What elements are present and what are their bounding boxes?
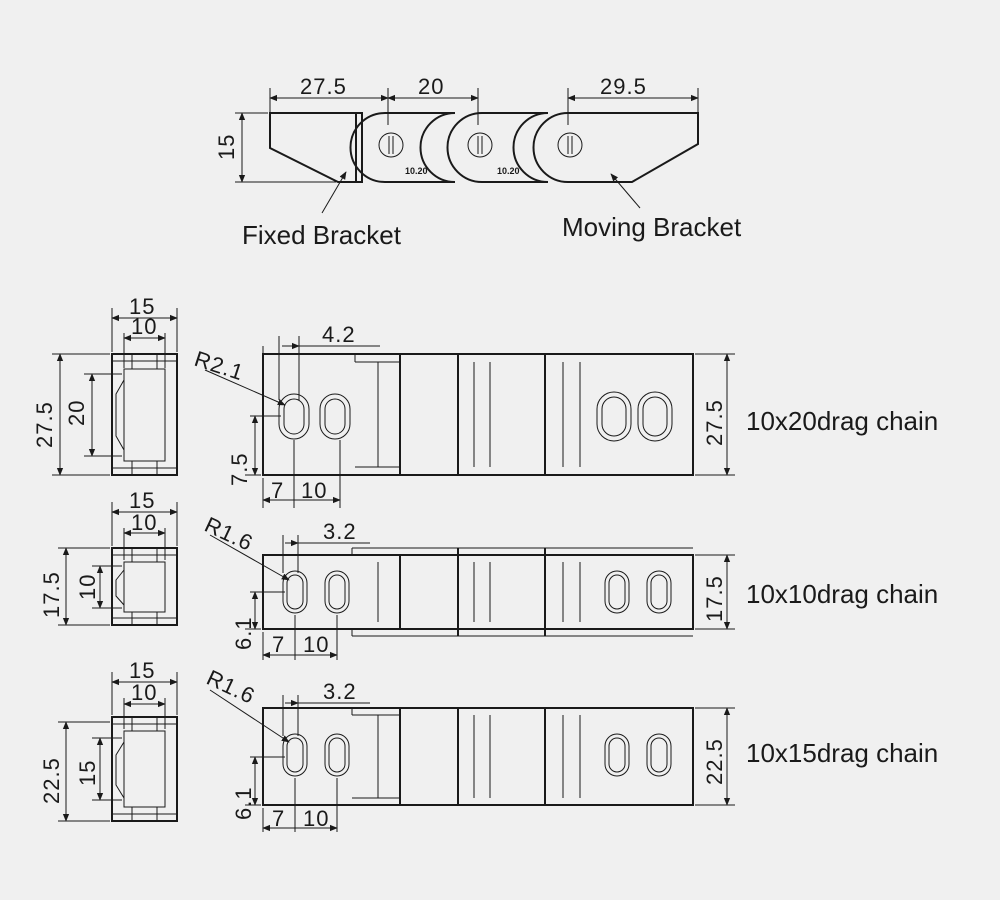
- dim-inner-height: 10: [75, 574, 100, 600]
- top-assembly: 10.20 10.20 27.5 20 29.5 15 Fixed Bracke…: [214, 74, 742, 250]
- dim-end-width: 15: [129, 488, 155, 513]
- side-view: 4.2 R2.1 7.5 7 10 27.5: [191, 322, 735, 508]
- dim-end-height: 22.5: [39, 757, 64, 804]
- link-mark-2: 10.20: [497, 166, 520, 176]
- end-view: 15 10 22.5 15: [39, 658, 178, 822]
- dim-hole-spacing: 4.2: [322, 322, 356, 347]
- dim-end-width: 15: [129, 294, 155, 319]
- chain-10x15: 15 10 22.5 15: [39, 658, 938, 832]
- side-view: 3.2 R1.6 6.1 7 10 17.5: [201, 512, 735, 660]
- pin-hole: [467, 132, 493, 158]
- end-view: 15 10 17.5 10: [39, 488, 178, 626]
- dim-side-height: 22.5: [702, 738, 727, 785]
- dim-bracket-height: 15: [214, 134, 239, 160]
- chain-name-label: 10x10drag chain: [746, 579, 938, 609]
- dim-end-height: 17.5: [39, 571, 64, 618]
- chain-link-1: [349, 112, 456, 183]
- chain-10x20: 15 10 27.5 20: [32, 294, 938, 508]
- dim-10: 10: [303, 806, 329, 831]
- end-view: 15 10 27.5 20: [32, 294, 178, 476]
- dim-radius: R2.1: [191, 346, 247, 385]
- fixed-bracket-shape: [269, 112, 363, 183]
- dim-link-pitch: 20: [418, 74, 444, 99]
- dim-10: 10: [303, 632, 329, 657]
- fixed-bracket-label: Fixed Bracket: [242, 220, 402, 250]
- dim-7: 7: [271, 478, 284, 503]
- dim-hole-offset: 6.1: [231, 786, 256, 820]
- dim-radius: R1.6: [203, 665, 259, 709]
- chain-link-2: [446, 112, 549, 183]
- dim-fixed-length: 27.5: [300, 74, 347, 99]
- dim-inner-width: 10: [131, 510, 157, 535]
- dim-10: 10: [301, 478, 327, 503]
- pin-hole: [378, 132, 404, 158]
- dim-radius: R1.6: [201, 512, 257, 556]
- dim-7: 7: [272, 806, 285, 831]
- dim-inner-width: 10: [131, 314, 157, 339]
- chain-10x10: 15 10 17.5 10: [39, 488, 938, 660]
- link-mark-1: 10.20: [405, 166, 428, 176]
- dim-hole-offset: 6.1: [231, 616, 256, 650]
- dim-inner-height: 20: [64, 400, 89, 426]
- pin-hole: [557, 132, 583, 158]
- chain-name-label: 10x20drag chain: [746, 406, 938, 436]
- dim-inner-width: 10: [131, 680, 157, 705]
- moving-bracket-label: Moving Bracket: [562, 212, 742, 242]
- dim-side-height: 27.5: [702, 399, 727, 446]
- dim-hole-spacing: 3.2: [323, 519, 357, 544]
- dim-moving-length: 29.5: [600, 74, 647, 99]
- dim-end-height: 27.5: [32, 401, 57, 448]
- dim-hole-offset: 7.5: [227, 452, 252, 486]
- dim-end-width: 15: [129, 658, 155, 683]
- dim-7: 7: [272, 632, 285, 657]
- side-view: 3.2 R1.6 6.1 7 10 22.5: [203, 665, 735, 832]
- moving-bracket-shape: [532, 112, 699, 183]
- dim-side-height: 17.5: [702, 575, 727, 622]
- dim-inner-height: 15: [75, 760, 100, 786]
- dim-hole-spacing: 3.2: [323, 679, 357, 704]
- chain-name-label: 10x15drag chain: [746, 738, 938, 768]
